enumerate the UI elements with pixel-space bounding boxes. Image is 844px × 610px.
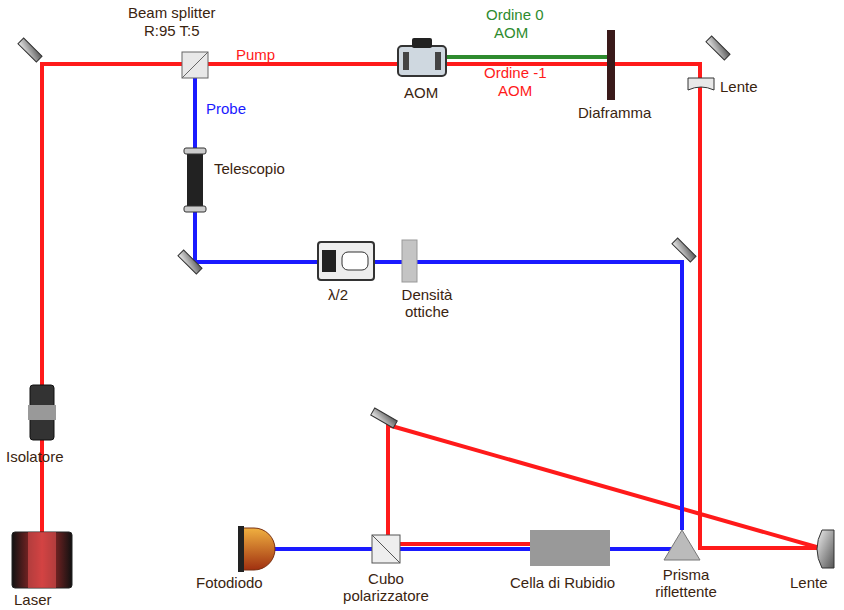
component-label: Fotodiodo <box>196 574 263 591</box>
prism <box>664 530 700 560</box>
component-label: λ/2 <box>328 286 348 303</box>
component-label: R:95 T:5 <box>144 22 200 39</box>
component-label: AOM <box>494 24 528 41</box>
component-label: Cubo polarizzatore <box>336 570 436 604</box>
component-label: Ordine 0 <box>486 6 544 23</box>
density-filter <box>402 240 417 282</box>
component-label: Diaframma <box>578 104 651 121</box>
pump-beam <box>42 64 820 548</box>
component-label: Beam splitter <box>128 4 216 21</box>
order-zero-beam <box>445 55 608 59</box>
component-label: Probe <box>206 100 246 117</box>
aom <box>398 46 446 76</box>
component-label: Cella di Rubidio <box>510 574 615 591</box>
rubidium-cell <box>530 530 610 566</box>
beam-splitter-cube <box>182 52 208 78</box>
component-label: Telescopio <box>214 160 285 177</box>
half-wave-plate <box>318 242 374 280</box>
component-label: Isolatore <box>6 448 64 465</box>
telescope <box>187 150 203 210</box>
laser-glow <box>28 532 56 588</box>
lens <box>688 78 714 90</box>
isolator-ring <box>28 405 56 420</box>
component-label: Prisma riflettente <box>636 566 736 600</box>
laser-head <box>12 532 72 588</box>
component-label: Laser <box>14 591 52 608</box>
beam-splitter-diagonal <box>182 52 208 78</box>
component-label: AOM <box>498 82 532 99</box>
component-label: Lente <box>790 574 828 591</box>
component-label: AOM <box>404 84 438 101</box>
mirrors <box>18 36 730 428</box>
component-label: Ordine -1 <box>484 64 547 81</box>
component-label: Densità ottiche <box>392 286 462 320</box>
component-label: Pump <box>236 46 275 63</box>
aom-connector <box>412 38 432 48</box>
polarizing-cube <box>372 535 400 563</box>
component-label: Lente <box>720 78 758 95</box>
diaphragm <box>607 30 615 100</box>
photodiode <box>242 528 275 570</box>
lens-right <box>817 530 834 568</box>
probe-beam <box>195 78 682 549</box>
